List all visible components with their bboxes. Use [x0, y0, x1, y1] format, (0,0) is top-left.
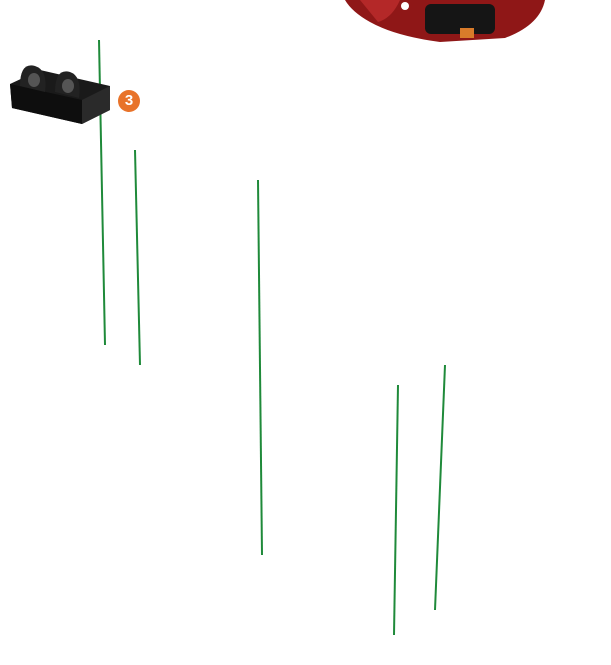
guide-line — [434, 364, 446, 611]
partial-model-top — [345, 0, 545, 42]
step-number-badge: 3 — [118, 90, 140, 112]
guide-line — [257, 179, 263, 556]
guide-line — [393, 384, 399, 636]
double-bracket-black-top — [10, 65, 110, 124]
guide-lines — [98, 39, 446, 636]
guide-line — [134, 149, 141, 366]
